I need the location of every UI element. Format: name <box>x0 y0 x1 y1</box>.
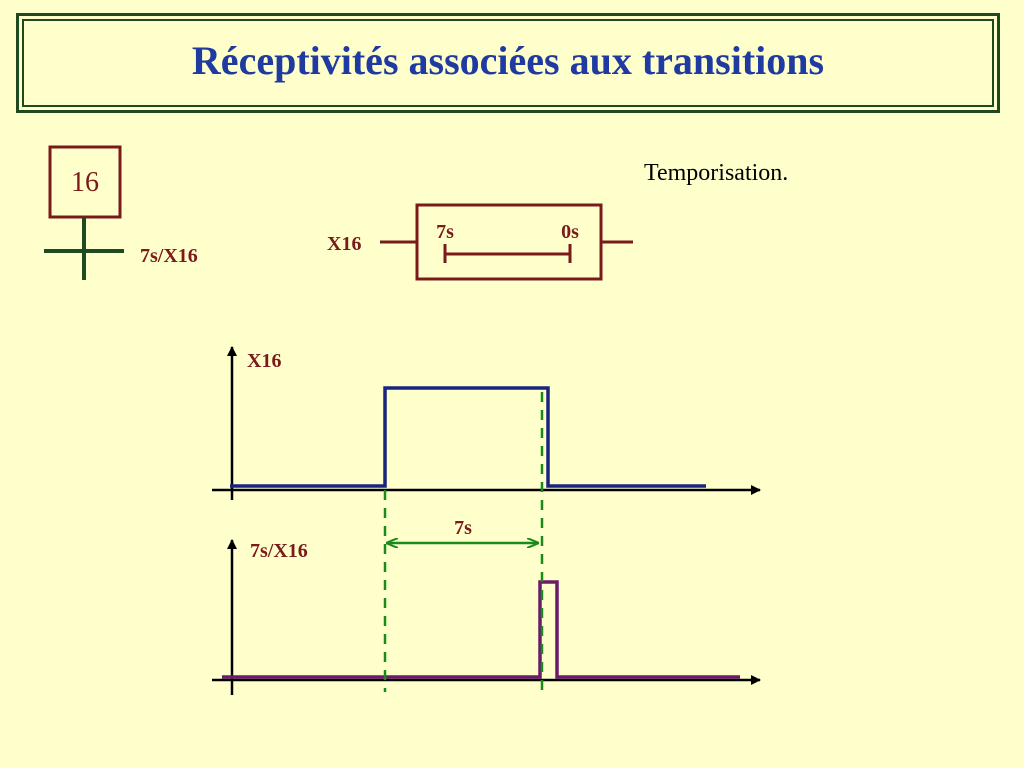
x16-signal <box>230 386 706 488</box>
signal1-label: X16 <box>247 350 281 372</box>
tempo-signal <box>222 580 740 679</box>
delay-label: 7s <box>454 517 472 539</box>
timer-block: X16 7s 0s <box>327 203 633 281</box>
timer-start-label: 7s <box>436 221 454 243</box>
title-inner-frame: Réceptivités associées aux transitions <box>22 19 994 107</box>
step-number: 16 <box>71 167 99 198</box>
slide-title: Réceptivités associées aux transitions <box>191 37 825 83</box>
title-frame: Réceptivités associées aux transitions <box>16 13 1000 113</box>
grafcet-step: 16 7s/X16 <box>44 145 198 280</box>
note-text: Temporisation. <box>644 160 789 186</box>
transition-label: 7s/X16 <box>140 245 198 267</box>
timer-end-label: 0s <box>561 221 579 243</box>
signal2-label: 7s/X16 <box>250 540 308 562</box>
timer-input-label: X16 <box>327 233 361 255</box>
chronogram-axes: X16 7s/X16 <box>212 346 761 695</box>
